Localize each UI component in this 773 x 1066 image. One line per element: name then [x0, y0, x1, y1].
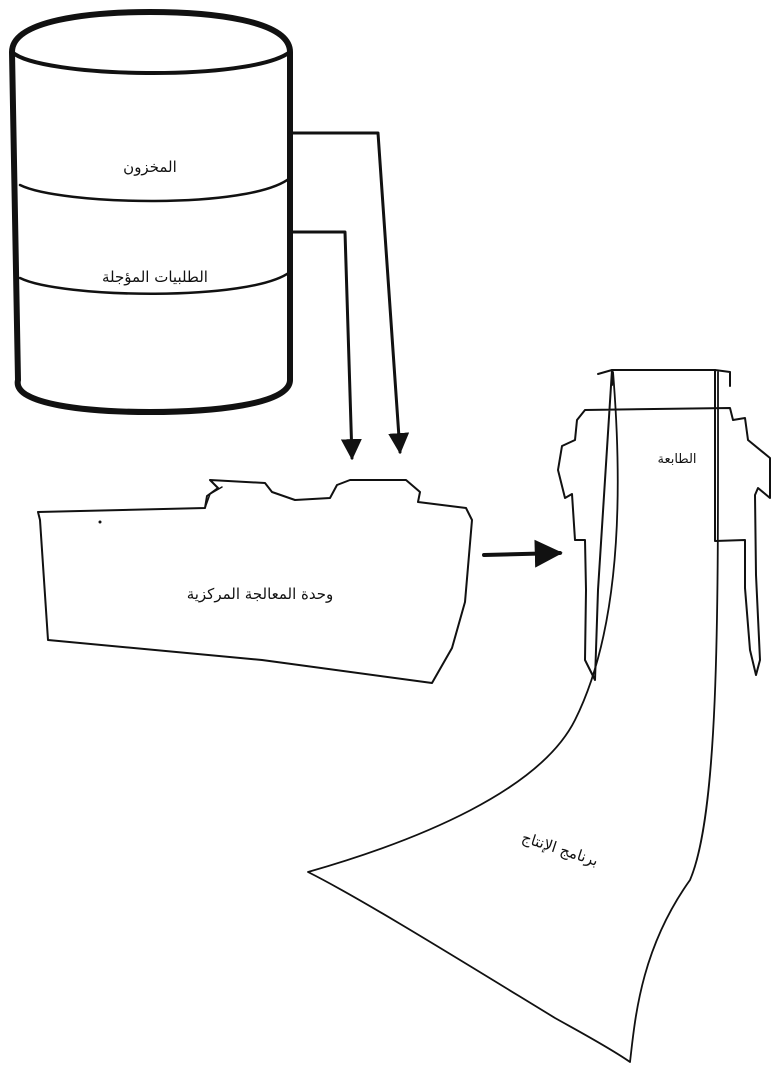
- printer: [557, 369, 771, 681]
- cpu-to-printer-arrow: [482, 539, 563, 568]
- storage-to-cpu-connector-1: [288, 131, 410, 455]
- printer-label: الطابعة: [657, 452, 697, 467]
- cpu-label: وحدة المعالجة المركزية: [186, 585, 334, 603]
- printout-paper: [307, 371, 719, 1063]
- storage-cylinder: [9, 9, 293, 415]
- storage-divider-2: [18, 270, 292, 295]
- storage-to-cpu-connector-2: [288, 230, 362, 461]
- cpu-block: [37, 479, 473, 684]
- storage-section-inventory-label: المخزون: [123, 158, 177, 176]
- storage-section-deferred-orders-label: الطلبيات المؤجلة: [102, 268, 208, 286]
- storage-divider-1: [18, 176, 292, 203]
